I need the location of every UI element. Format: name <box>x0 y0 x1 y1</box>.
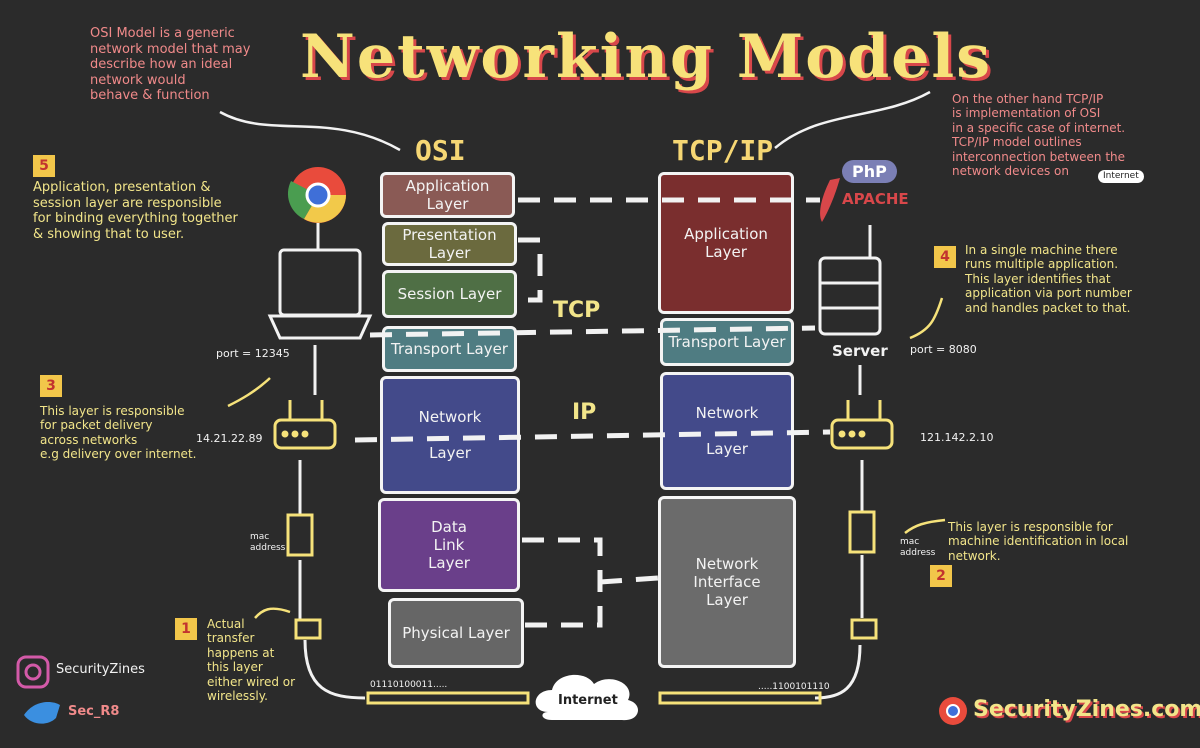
osi-layer-5: Network Layer <box>380 376 520 494</box>
osi-layer-1: Application Layer <box>380 172 515 218</box>
tcpip-heading: TCP/IP <box>672 134 774 167</box>
server-icon <box>818 225 882 336</box>
nic-right-icon <box>850 618 878 640</box>
ip-right-label: 121.142.2.10 <box>920 431 994 444</box>
tcp-link <box>369 325 816 338</box>
note-physical-layer: Actual transfer happens at this layer ei… <box>207 617 296 703</box>
osi-layer-3: Session Layer <box>382 270 517 318</box>
laptop-icon <box>267 222 373 340</box>
note-session-layers: Application, presentation & session laye… <box>33 180 238 242</box>
nic-left-icon <box>294 618 322 640</box>
osi-layer-7: Physical Layer <box>388 598 524 668</box>
port-right-label: port = 8080 <box>910 343 977 356</box>
instagram-icon <box>16 655 50 689</box>
bits-right-label: .....1100101110 <box>758 682 830 692</box>
osi-heading: OSI <box>415 134 466 167</box>
switch-right-icon <box>848 510 876 554</box>
tcpip-layer-4: Network Interface Layer <box>658 496 796 668</box>
osi-layer-label: Data Link Layer <box>428 518 470 572</box>
osi-layer-label: Physical Layer <box>402 624 510 642</box>
site-brand: SecurityZines.com <box>973 697 1200 722</box>
apache-logo: APACHE <box>842 190 909 208</box>
twitter-icon <box>24 702 60 724</box>
bits-left-label: 01110100011..... <box>370 680 448 690</box>
tcpip-layer-2: Transport Layer <box>660 318 794 366</box>
twitter-handle: Sec_R8 <box>68 704 120 719</box>
osi-layer-label: Transport Layer <box>391 340 508 358</box>
osi-layer-label: Application Layer <box>405 177 490 213</box>
tcp-protocol-label: TCP <box>553 298 601 323</box>
internet-cloud-icon <box>535 674 639 721</box>
mac-left-label: mac address <box>250 532 286 553</box>
osi-bracket-link <box>518 237 543 303</box>
router-left-icon <box>273 400 337 450</box>
osi-layer-6: Data Link Layer <box>378 498 520 592</box>
tcpip-layer-label: Transport Layer <box>668 333 786 351</box>
ip-link <box>354 429 831 443</box>
wire-left <box>366 691 530 705</box>
badge-1: 1 <box>175 618 197 640</box>
tcpip-layer-label: Network Layer <box>695 404 759 458</box>
badge-3: 3 <box>40 375 62 397</box>
badge-5: 5 <box>33 155 55 177</box>
ip-left-label: 14.21.22.89 <box>196 432 263 445</box>
tcpip-layer-label: Network Interface Layer <box>693 555 761 609</box>
tcpip-layer-1: Application Layer <box>658 172 794 314</box>
internet-tag: Internet <box>1098 170 1144 183</box>
datalink-bracket-link <box>522 537 603 628</box>
chrome-icon <box>287 167 346 223</box>
server-label: Server <box>832 342 888 360</box>
annotation-arrows <box>219 90 931 152</box>
note-datalink-layer: This layer is responsible for machine id… <box>948 520 1129 563</box>
internet-label: Internet <box>558 693 618 708</box>
instagram-handle: SecurityZines <box>56 662 145 677</box>
page-title: Networking Models <box>300 22 992 92</box>
mac-right-label: mac address <box>900 537 936 558</box>
ip-protocol-label: IP <box>572 400 597 425</box>
wire-right <box>658 691 822 705</box>
osi-layer-label: Network Layer <box>418 408 482 462</box>
badge-2: 2 <box>930 565 952 587</box>
badge-4: 4 <box>934 246 956 268</box>
switch-left-icon <box>286 513 314 557</box>
router-right-icon <box>830 400 894 450</box>
osi-layer-label: Presentation Layer <box>402 226 497 262</box>
dashed-links <box>354 197 831 628</box>
osi-layer-2: Presentation Layer <box>382 222 517 266</box>
tcpip-layer-label: Application Layer <box>684 225 768 261</box>
osi-layer-label: Session Layer <box>397 285 502 303</box>
note-network-layer: This layer is responsible for packet del… <box>40 404 197 462</box>
tcpip-description: On the other hand TCP/IP is implementati… <box>952 92 1126 178</box>
port-left-label: port = 12345 <box>216 347 290 360</box>
php-logo: PhP <box>842 160 897 184</box>
netif-link <box>599 575 659 585</box>
arrow-osi-desc <box>219 110 401 152</box>
osi-description: OSI Model is a generic network model tha… <box>90 26 251 104</box>
note-transport-layer: In a single machine there runs multiple … <box>965 243 1132 315</box>
apache-feather-icon <box>820 178 840 222</box>
